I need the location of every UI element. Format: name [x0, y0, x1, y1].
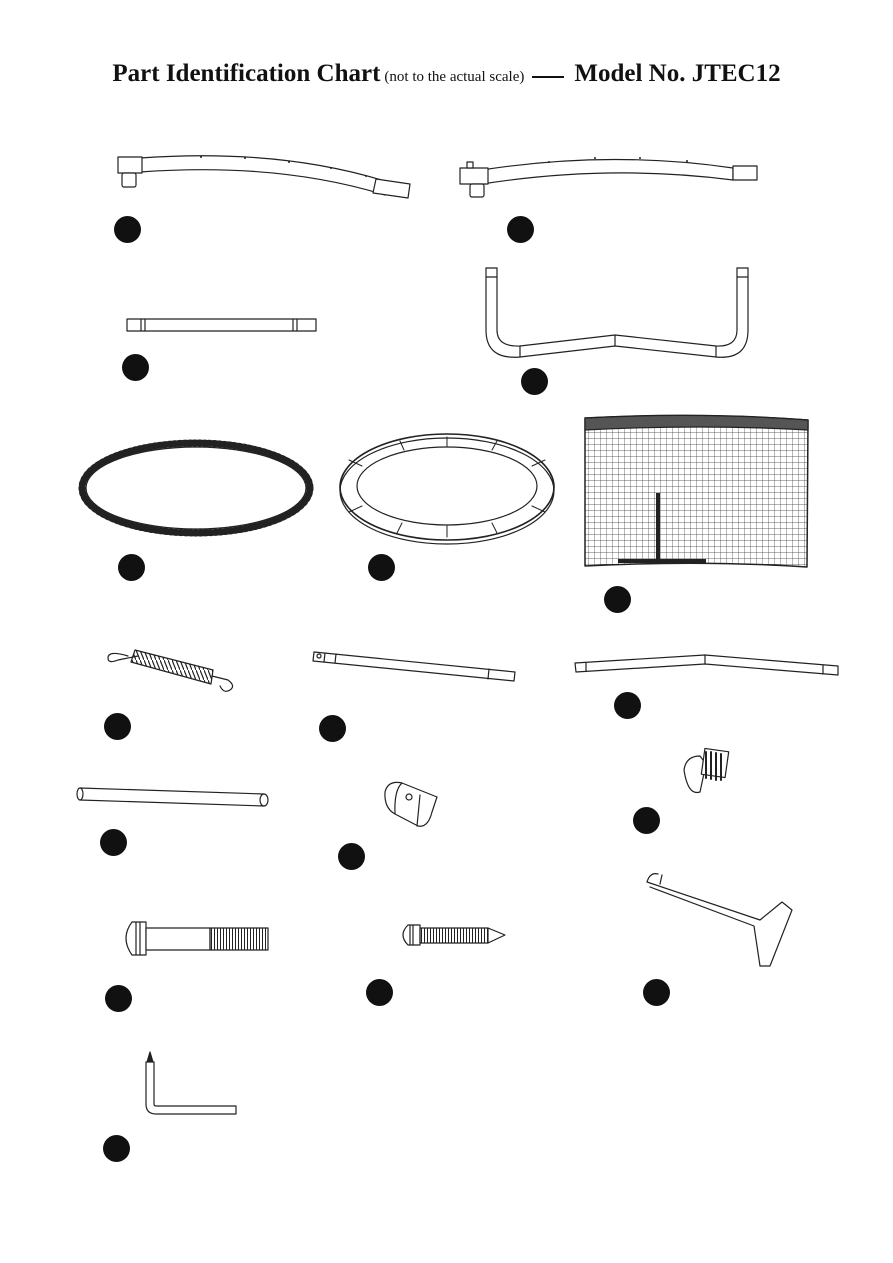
bolt-icon: [125, 921, 269, 956]
w-shaped-leg-icon: [485, 267, 749, 358]
chart-title: Part Identification Chart: [112, 60, 381, 87]
title-dash: [532, 76, 565, 79]
end-cap-plug-icon: [683, 747, 730, 794]
spring-icon: [107, 649, 234, 692]
part-11-marker: [100, 829, 127, 856]
part-17-marker: [103, 1135, 130, 1162]
scale-note: (not to the actual scale): [384, 69, 525, 85]
part-1-marker: [114, 216, 141, 243]
spring-cover-pad-icon: [339, 433, 555, 545]
part-10-marker: [614, 692, 641, 719]
bent-bar-icon: [574, 654, 839, 676]
part-12-marker: [338, 843, 365, 870]
allen-key-icon: [145, 1051, 237, 1115]
part-9-marker: [319, 715, 346, 742]
curved-top-rail-with-t-joint-icon: [117, 155, 411, 199]
safety-net-enclosure-icon: [584, 414, 809, 568]
foam-sleeve-tube-icon: [76, 787, 269, 807]
jumping-mat-icon: [78, 439, 314, 537]
enclosure-pole-icon: [312, 651, 516, 682]
part-5-marker: [118, 554, 145, 581]
part-3-marker: [122, 354, 149, 381]
part-4-marker: [521, 368, 548, 395]
part-7-marker: [604, 586, 631, 613]
part-16-marker: [643, 979, 670, 1006]
part-6-marker: [368, 554, 395, 581]
pole-cap-icon: [384, 781, 438, 827]
part-15-marker: [366, 979, 393, 1006]
part-8-marker: [104, 713, 131, 740]
screw-icon: [402, 924, 506, 946]
part-2-marker: [507, 216, 534, 243]
page-title: Part Identification Chart (not to the ac…: [0, 60, 893, 88]
straight-tube-icon: [126, 318, 317, 332]
spring-puller-tool-icon: [646, 873, 793, 967]
part-14-marker: [105, 985, 132, 1012]
curved-top-rail-with-t-joint-and-tab-icon: [459, 157, 758, 198]
model-number: Model No. JTEC12: [574, 60, 781, 87]
part-13-marker: [633, 807, 660, 834]
